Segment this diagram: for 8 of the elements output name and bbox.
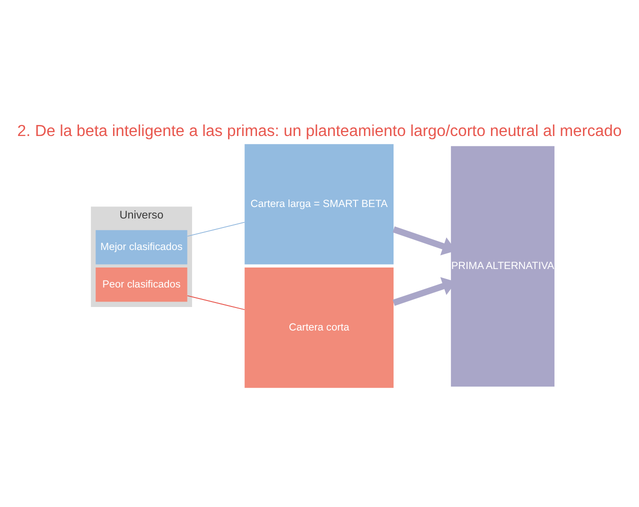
node-box: PRIMA ALTERNATIVA <box>450 146 554 386</box>
diagram-title: 2. De la beta inteligente a las primas: un planteamiento largo/corto neutral al mercado <box>17 122 622 140</box>
connector <box>186 294 246 310</box>
connector <box>186 221 246 236</box>
node-box: Mejor clasificados <box>96 230 188 264</box>
node-box: Cartera corta <box>244 267 394 388</box>
node-box: Cartera larga = SMART BETA <box>244 144 394 264</box>
node-box: Peor clasificados <box>96 267 188 302</box>
